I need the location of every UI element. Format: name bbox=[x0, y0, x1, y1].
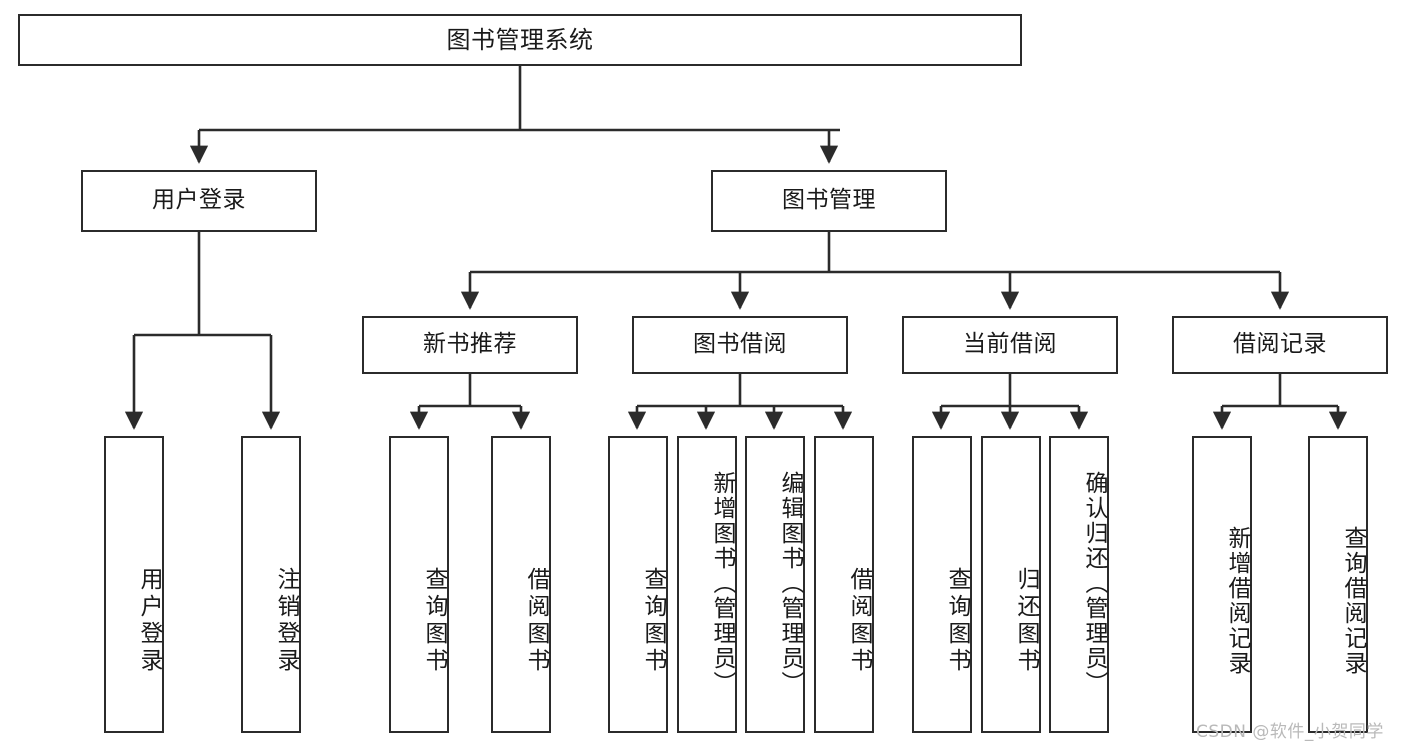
leaf-borrow-book-borrow[interactable]: 借阅图书 bbox=[814, 436, 874, 733]
leaf-edit-book-admin[interactable]: 编辑图书（管理员） bbox=[745, 436, 805, 733]
node-book-management[interactable]: 图书管理 bbox=[711, 170, 947, 232]
leaf-query-book-borrow[interactable]: 查询图书 bbox=[608, 436, 668, 733]
leaf-borrow-book-new-recommend[interactable]: 借阅图书 bbox=[491, 436, 551, 733]
leaf-query-borrow-record[interactable]: 查询借阅记录 bbox=[1308, 436, 1368, 733]
node-borrow-record[interactable]: 借阅记录 bbox=[1172, 316, 1388, 374]
leaf-logout-login[interactable]: 注销登录 bbox=[241, 436, 301, 733]
node-user-login[interactable]: 用户登录 bbox=[81, 170, 317, 232]
leaf-query-book-current[interactable]: 查询图书 bbox=[912, 436, 972, 733]
csdn-watermark: CSDN @软件_小贺同学 bbox=[1196, 722, 1384, 742]
leaf-return-book[interactable]: 归还图书 bbox=[981, 436, 1041, 733]
leaf-query-book-new-recommend[interactable]: 查询图书 bbox=[389, 436, 449, 733]
node-current-borrow[interactable]: 当前借阅 bbox=[902, 316, 1118, 374]
node-book-borrow[interactable]: 图书借阅 bbox=[632, 316, 848, 374]
leaf-add-book-admin[interactable]: 新增图书（管理员） bbox=[677, 436, 737, 733]
leaf-confirm-return-admin[interactable]: 确认归还（管理员） bbox=[1049, 436, 1109, 733]
leaf-user-login[interactable]: 用户登录 bbox=[104, 436, 164, 733]
node-new-book-recommend[interactable]: 新书推荐 bbox=[362, 316, 578, 374]
node-book-management-system[interactable]: 图书管理系统 bbox=[18, 14, 1022, 66]
leaf-add-borrow-record[interactable]: 新增借阅记录 bbox=[1192, 436, 1252, 733]
